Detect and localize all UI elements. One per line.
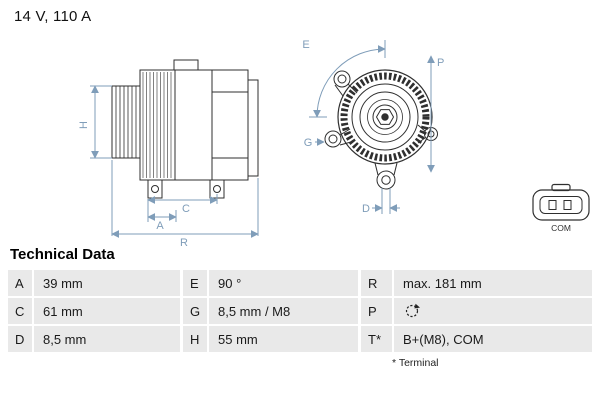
dim-label-p: P (437, 57, 444, 69)
rotation-direction-icon (405, 303, 420, 318)
technical-data-title: Technical Data (10, 246, 115, 263)
fan-teeth-ring (340, 72, 430, 162)
table-cell-c-label: C (8, 298, 34, 324)
alternator-diagram: H C A R (78, 39, 590, 249)
table-cell-c-value: 61 mm (34, 298, 183, 324)
table-cell-r-label: R (361, 270, 394, 296)
table-cell-t-label: T* (361, 326, 394, 352)
table-cell-p-value (394, 298, 592, 324)
table-cell-t-value: B+(M8), COM (394, 326, 592, 352)
dim-label-d: D (362, 203, 370, 215)
top-lug (173, 59, 199, 71)
pulley (111, 85, 141, 159)
technical-data-section: Technical Data A 39 mm E 90 ° R max. 181… (8, 246, 592, 369)
table-cell-e-label: E (183, 270, 209, 296)
table-cell-r-value: max. 181 mm (394, 270, 592, 296)
mount-foot-rear (209, 179, 225, 199)
front-view-dimensions: E G P D (302, 39, 444, 215)
mount-ear-upper-left (333, 70, 358, 97)
shaft-nut (375, 109, 395, 125)
dim-label-g: G (304, 137, 313, 149)
side-view-dimensions: H C A R (78, 85, 259, 249)
connector-pin (563, 200, 572, 210)
table-cell-g-value: 8,5 mm / M8 (209, 298, 361, 324)
table-cell-h-value: 55 mm (209, 326, 361, 352)
dim-label-h: H (78, 121, 90, 129)
com-connector-icon: COM (532, 183, 590, 233)
mount-ear-left (324, 128, 352, 148)
rating-text: 14 V, 110 A (14, 8, 92, 25)
housing (139, 69, 249, 181)
table-cell-p-label: P (361, 298, 394, 324)
rear-cap (247, 79, 259, 177)
housing-fins (142, 72, 172, 178)
table-footnote: * Terminal (392, 357, 439, 369)
connector-label: COM (551, 223, 571, 233)
table-cell-g-label: G (183, 298, 209, 324)
technical-data-table: A 39 mm E 90 ° R max. 181 mm C 61 mm G 8… (8, 270, 592, 352)
mount-ear-bottom (374, 162, 398, 190)
side-view (111, 59, 259, 199)
dim-label-a: A (156, 220, 164, 232)
connector-pin (548, 200, 557, 210)
front-view (324, 69, 438, 190)
dim-label-e: E (302, 39, 309, 51)
dim-label-c: C (182, 203, 190, 215)
mount-foot-front (147, 179, 163, 199)
table-cell-a-label: A (8, 270, 34, 296)
mount-ear-right (417, 124, 438, 144)
table-cell-h-label: H (183, 326, 209, 352)
table-cell-d-value: 8,5 mm (34, 326, 183, 352)
pulley-ribs (115, 86, 137, 158)
table-cell-d-label: D (8, 326, 34, 352)
table-cell-a-value: 39 mm (34, 270, 183, 296)
table-cell-e-value: 90 ° (209, 270, 361, 296)
